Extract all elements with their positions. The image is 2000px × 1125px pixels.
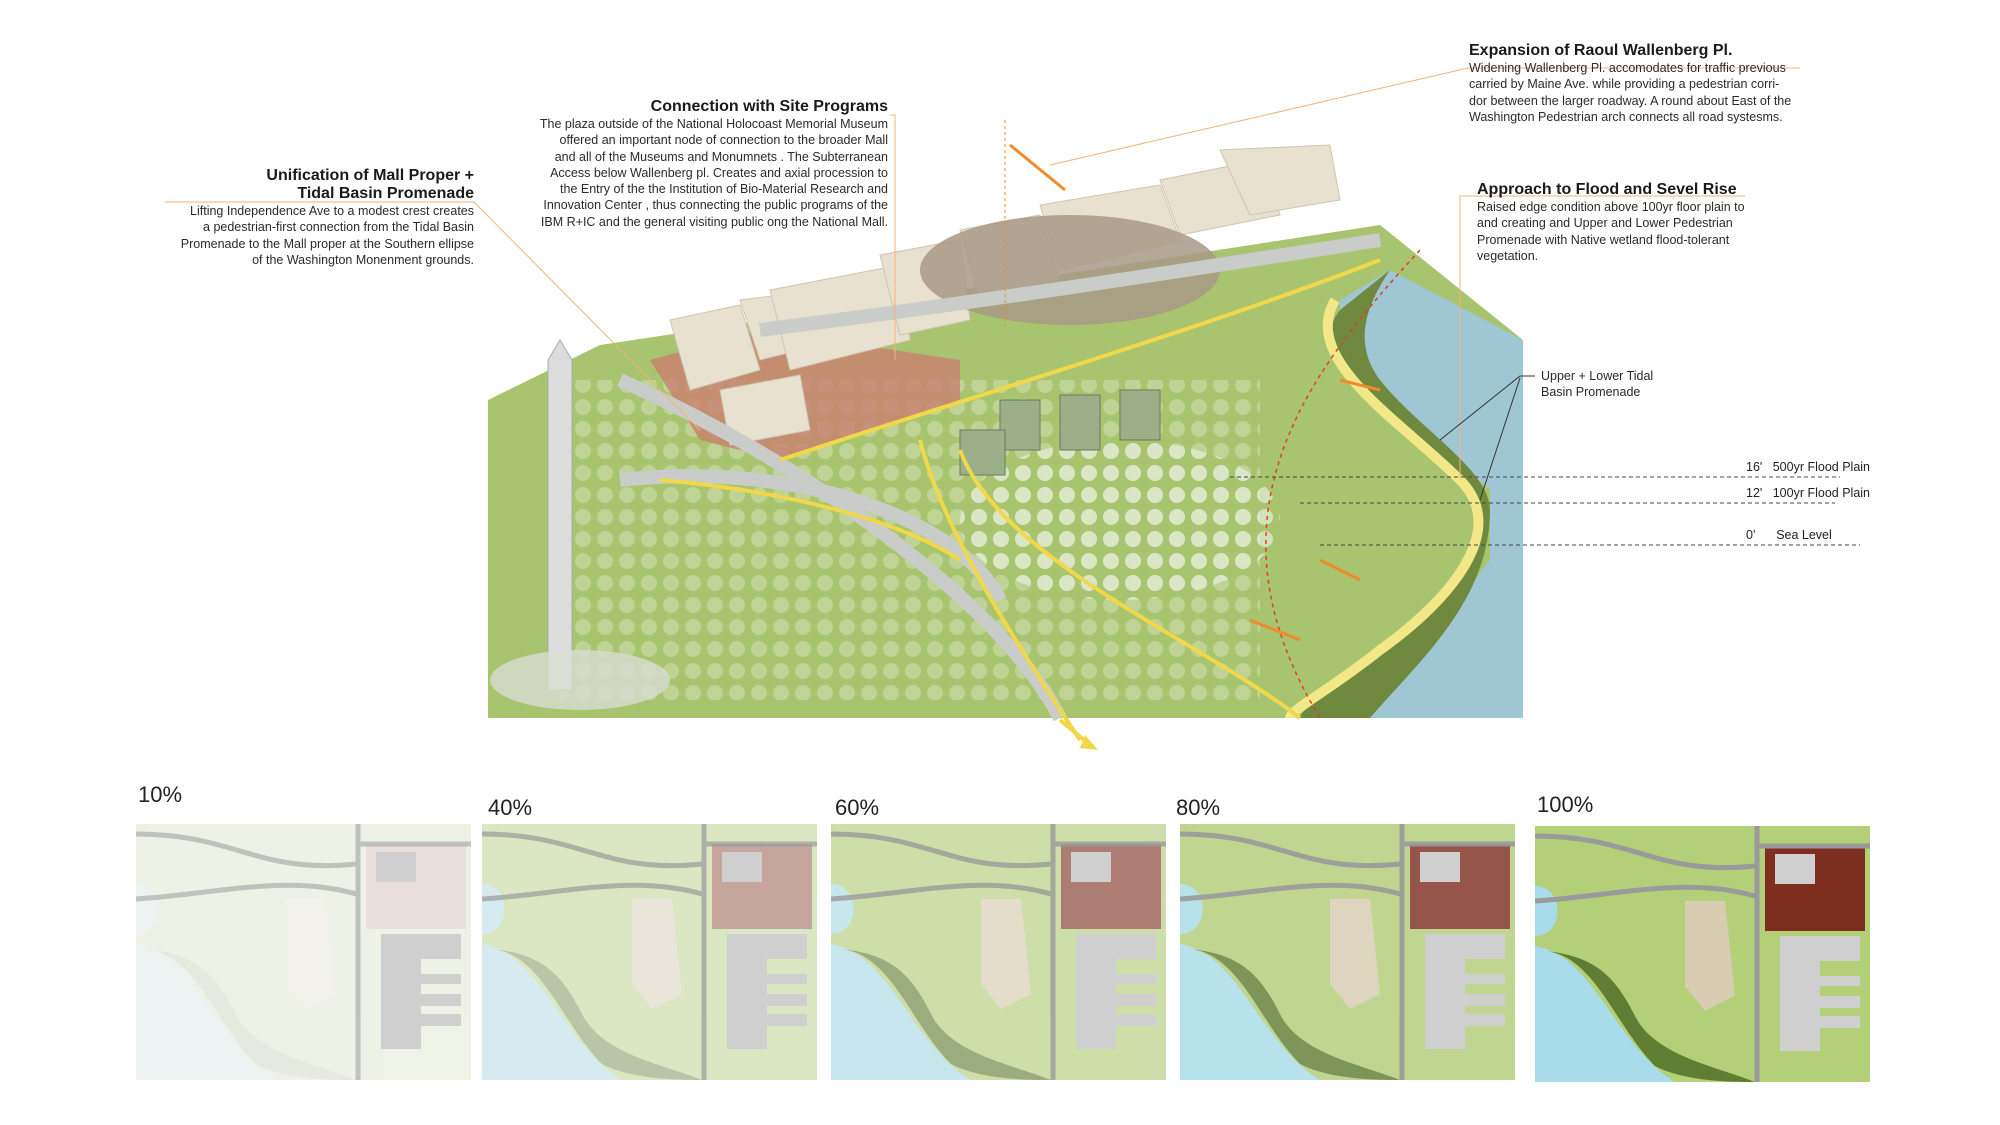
elevation: 12': [1746, 486, 1763, 500]
roads: [617, 233, 1382, 722]
text-line: Promenade with Native wetland flood-tole…: [1477, 232, 1730, 247]
text-line: IBM R+IC and the general visiting public…: [540, 214, 888, 229]
buildings: [1775, 854, 1860, 1051]
roads: [136, 824, 471, 1080]
wetland-terraces: [1300, 270, 1490, 718]
annotation-flood: Approach to Flood and Sevel Rise Raised …: [1477, 181, 1745, 264]
yellow-pedestrian-paths: [659, 258, 1381, 742]
annotation-title: Unification of Mall Proper +: [266, 167, 474, 184]
wetlands: [1190, 949, 1400, 1080]
text-line: Widening Wallenberg Pl. accomodates for …: [1469, 61, 1786, 75]
text-line: the Entry of the the Institution of Bio-…: [560, 182, 888, 197]
phase-plan-10: [136, 824, 471, 1080]
wetlands: [1545, 951, 1755, 1082]
roads: [1180, 824, 1515, 1080]
level-label: 500yr Flood Plain: [1772, 460, 1870, 474]
roads: [831, 824, 1166, 1080]
promenade-leader: [1439, 375, 1535, 501]
text-line: carried by Maine Ave. while providing a …: [1469, 77, 1780, 92]
phase-label-40: 40%: [488, 795, 533, 820]
annotation-body: Lifting Independence Ave to a modest cre…: [181, 203, 474, 268]
site-plan: [482, 824, 817, 1080]
text-line: The plaza outside of the National Holoco…: [539, 117, 888, 131]
phase-plan-100: [1535, 826, 1870, 1082]
annotation-title: Connection with Site Programs: [650, 98, 888, 115]
promenade-edge: [1285, 297, 1484, 720]
wetlands: [492, 949, 702, 1080]
wetlands: [146, 949, 356, 1080]
text-line: Upper + Lower Tidal: [1541, 369, 1654, 383]
buildings: [722, 852, 807, 1049]
buildings: [1420, 852, 1505, 1049]
buildings: [376, 852, 461, 1049]
roads: [482, 824, 817, 1080]
tidal-basin-water: [1340, 270, 1523, 718]
pavilion-site: [632, 899, 682, 1009]
annotation-connection: Connection with Site Programs The plaza …: [540, 98, 888, 230]
site-plan: [1180, 824, 1515, 1080]
water: [136, 884, 276, 1080]
phase-plan-80: [1180, 824, 1515, 1080]
text-line: and creating and Upper and Lower Pedestr…: [1477, 216, 1733, 231]
elevation: 0': [1746, 528, 1756, 542]
annotation-body: The plaza outside of the National Holoco…: [540, 116, 888, 230]
phase-label-80: 80%: [1176, 795, 1221, 820]
water: [831, 884, 971, 1080]
pavilion-site: [1330, 899, 1380, 1009]
site-plan: [831, 824, 1166, 1080]
text-line: Basin Promenade: [1541, 385, 1641, 400]
washington-monument: [547, 339, 573, 691]
flood-level-sea: 0' Sea Level: [1746, 528, 1832, 542]
text-line: dor between the larger roadway. A round …: [1469, 93, 1792, 108]
phase-label-10: 10%: [138, 782, 183, 807]
phase-plan-60: [831, 824, 1166, 1080]
text-line: Washington Pedestrian arch connects all …: [1469, 109, 1783, 124]
water: [1535, 886, 1675, 1082]
text-line: Lifting Independence Ave to a modest cre…: [190, 204, 474, 218]
annotation-body: Widening Wallenberg Pl. accomodates for …: [1469, 60, 1791, 125]
pavilion-site: [1685, 901, 1735, 1011]
phase-label-60: 60%: [835, 795, 880, 820]
text-line: vegetation.: [1477, 248, 1539, 263]
phase-plan-40: [482, 824, 817, 1080]
flood-line: [1265, 249, 1421, 719]
level-label: Sea Level: [1776, 528, 1832, 542]
annotation-unification: Unification of Mall Proper + Tidal Basin…: [181, 167, 474, 268]
wetlands: [841, 949, 1051, 1080]
flood-level-lines: [1230, 476, 1860, 546]
roads: [1535, 826, 1870, 1082]
orange-arrows: [1009, 143, 1381, 642]
text-line: Raised edge condition above 100yr floor …: [1477, 200, 1745, 214]
text-line: a pedestrian-first connection from the T…: [203, 220, 474, 235]
flood-level-100yr: 12' 100yr Flood Plain: [1746, 486, 1870, 500]
leader-lines: [165, 67, 1800, 480]
site-plan: [1535, 826, 1870, 1082]
pavilion-site: [981, 899, 1031, 1009]
annotation-title: Approach to Flood and Sevel Rise: [1477, 181, 1737, 198]
water: [482, 884, 622, 1080]
level-label: 100yr Flood Plain: [1772, 486, 1870, 500]
text-line: Promenade to the Mall proper at the Sout…: [180, 236, 474, 251]
annotation-body: Raised edge condition above 100yr floor …: [1477, 199, 1745, 264]
flood-level-500yr: 16' 500yr Flood Plain: [1746, 460, 1870, 474]
phase-label-100: 100%: [1537, 792, 1594, 817]
annotation-title: Expansion of Raoul Wallenberg Pl.: [1469, 42, 1733, 59]
text-line: Access below Wallenberg pl. Creates and …: [550, 165, 888, 180]
text-line: offered an important node of connection …: [559, 133, 888, 148]
promenade-label: Upper + Lower Tidal Basin Promenade: [1541, 368, 1653, 401]
site-plan: [136, 824, 471, 1080]
annotation-expansion: Expansion of Raoul Wallenberg Pl. Wideni…: [1469, 42, 1791, 125]
pavilion-site: [286, 899, 336, 1009]
text-line: and all of the Museums and Monumnets . T…: [554, 149, 888, 164]
text-line: Innovation Center , thus connecting the …: [543, 198, 888, 213]
elevation: 16': [1746, 460, 1763, 474]
annotation-title: Tidal Basin Promenade: [297, 185, 474, 202]
water: [1180, 884, 1320, 1080]
text-line: of the Washington Monenment grounds.: [252, 252, 474, 267]
buildings: [1071, 852, 1156, 1049]
monument-grounds: [490, 650, 670, 710]
